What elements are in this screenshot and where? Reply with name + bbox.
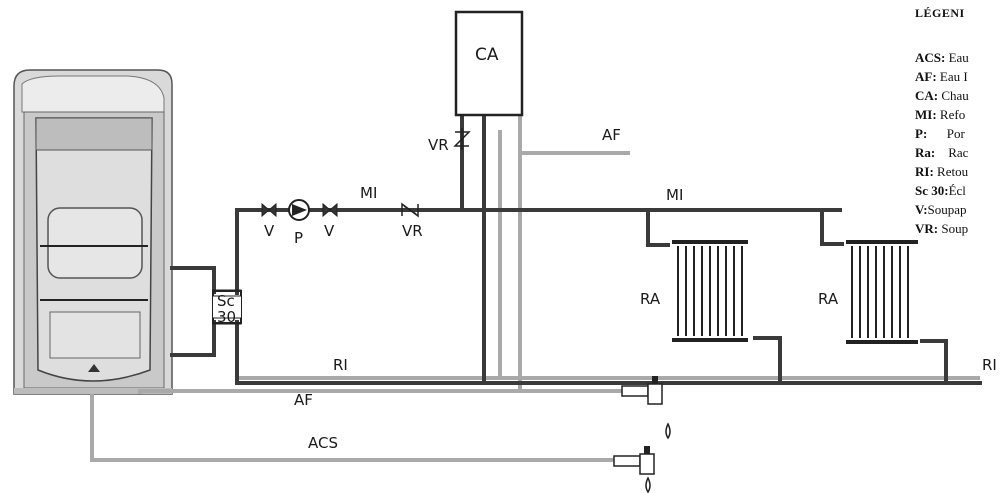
boiler-unit — [13, 69, 173, 395]
vr-top-label: VR — [428, 136, 449, 154]
radiator-right — [846, 240, 918, 344]
legend-item: ACS: Eau — [915, 50, 969, 65]
ri-mid-label: RI — [333, 356, 348, 374]
legend-panel: LÉGENI ACS: Eau AF: Eau I CA: Chau MI: R… — [915, 4, 1006, 493]
mi-left-label: MI — [360, 184, 377, 202]
af-bottom-label: AF — [294, 391, 313, 409]
sc30-label-top: Sc — [217, 292, 235, 310]
valve-left — [261, 202, 277, 218]
p-label: P — [294, 229, 303, 247]
legend-item: V:Soupap — [915, 202, 967, 217]
legend-item: MI: Refo — [915, 107, 966, 122]
acs-label: ACS — [308, 434, 338, 452]
legend-item: Sc 30:Écl — [915, 183, 966, 198]
ri-right-label: RI — [982, 356, 997, 374]
ca-unit: CA — [454, 10, 524, 117]
valve-right — [322, 202, 338, 218]
legend-item: CA: Chau — [915, 88, 969, 103]
legend-title: LÉGENI — [915, 6, 965, 20]
check-valve-top — [453, 128, 471, 150]
legend-item: RI: Retou — [915, 164, 969, 179]
sc30-exchanger: Sc 30 — [212, 289, 242, 326]
ra-left-label: RA — [640, 290, 661, 308]
mi-right-label: MI — [666, 186, 683, 204]
pump-symbol — [288, 199, 310, 221]
legend-item: VR: Soup — [915, 221, 969, 236]
check-valve-mid — [401, 202, 419, 218]
ca-label: CA — [475, 45, 499, 65]
radiator-left — [672, 240, 748, 342]
tap-lower-icon — [613, 446, 655, 493]
ra-right-label: RA — [818, 290, 839, 308]
vr-mid-label: VR — [402, 222, 423, 240]
tap-upper-icon — [621, 376, 671, 440]
sc30-label-bottom: 30 — [217, 308, 236, 326]
legend-item: AF: Eau I — [915, 69, 968, 84]
water-pipes — [90, 115, 980, 462]
legend-item: P: Por — [915, 126, 965, 141]
af-top-label: AF — [602, 126, 621, 144]
v-left-label: V — [264, 222, 275, 240]
v-right-label: V — [324, 222, 335, 240]
legend-item: Ra: Rac — [915, 145, 969, 160]
